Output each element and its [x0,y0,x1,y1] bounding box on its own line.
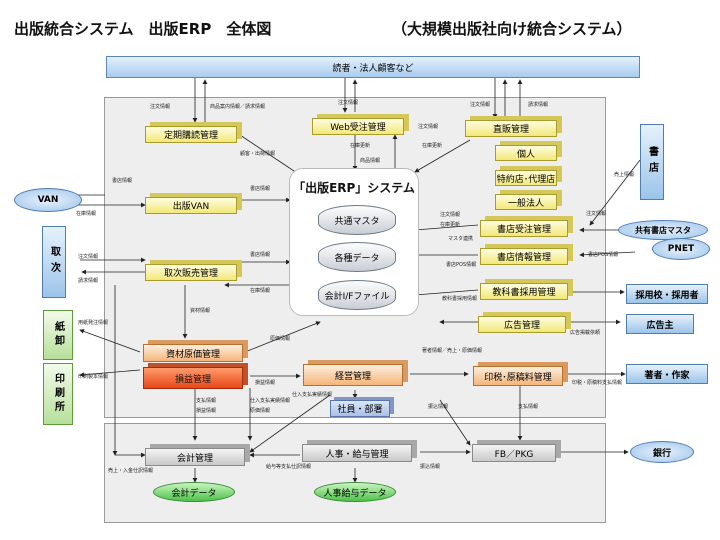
module-keiei: 経営管理 [303,364,403,386]
page-title: 出版統合システム 出版ERP 全体図 [14,20,272,38]
module-shain: 社員・部署 [330,400,390,417]
label: 注文情報 [418,124,439,130]
label: 資材情報 [190,308,211,314]
label: 書店情報 [250,186,271,192]
external-shiori: 紙卸 [43,310,73,360]
label: 請求情報 [528,102,549,108]
module-fb: FB／PKG [472,444,556,462]
label: 注文情報 [470,102,491,108]
db-various-data: 各種データ [318,242,396,272]
module-jinji: 人事・給与管理 [302,444,412,462]
module-ippan: 一般法人 [495,194,557,210]
erp-title: 「出版ERP」システム [293,181,415,195]
label: 在庫情報 [250,288,271,294]
db-jinji-data: 人事給与データ [314,482,396,502]
label: 注文情報 [338,100,359,106]
external-shoten: 書店 [640,124,664,200]
label: 原価情報 [270,336,291,342]
page-subtitle: （大規模出版社向け統合システム） [392,20,632,38]
external-shoten-master: 共有書店マスタ [618,220,708,240]
label: 商品情報 [360,158,381,164]
external-kokokunushi: 広告主 [626,314,694,334]
label: 給与等支払仕訳情報 [266,464,312,470]
label: マスタ連携 [448,236,474,242]
label: 書店情報 [250,252,271,258]
label: 注文情報 [150,104,171,110]
db-kaikei-data: 会計データ [153,482,235,502]
label: 損益情報 [196,408,217,414]
module-shoten-joho: 書店情報管理 [480,248,568,265]
label: 在庫更新 [422,143,443,149]
label: 書店POS情報 [446,262,477,268]
customers-bar: 読者・法人顧客など [106,56,640,78]
label: 商品案内情報／請求情報 [210,104,266,110]
label: 振込情報 [428,404,449,410]
module-shoten-juchu: 書店受注管理 [480,220,568,237]
label: 書店POS情報 [588,252,619,258]
label: 注文情報 [586,211,607,217]
module-kaikei: 会計管理 [145,448,245,466]
label: 広告掲載依頼 [570,330,601,336]
module-shuppan-van: 出版VAN [145,197,237,214]
label: 仕入支払実績情報 [292,392,333,398]
module-shizai: 資材原価管理 [143,344,243,362]
label: 振込情報 [420,464,441,470]
external-insatsu: 印刷所 [43,363,73,425]
module-chokuhan: 直販管理 [465,120,557,137]
label: 損益情報 [255,380,276,386]
label: 教科書採用情報 [442,296,478,302]
module-torihiki: 取次販売管理 [145,264,237,281]
label: 顧客・出荷情報 [240,151,276,157]
label: 書店情報 [112,178,133,184]
label: 仕入支払実績情報 [250,398,291,404]
external-ginko: 銀行 [630,441,694,463]
module-soneki: 損益管理 [143,367,243,389]
external-saiyoko: 採用校・採用者 [626,284,708,304]
db-accounting-if: 会計I/Fファイル [318,280,396,310]
module-kojin: 個人 [495,145,557,161]
external-van: VAN [14,188,82,212]
label: 原価情報 [250,408,271,414]
label: 支払情報 [196,398,217,404]
external-pnet: PNET [652,238,710,260]
label: 用紙発注情報 [78,320,109,326]
external-toritsugi: 取次 [42,226,66,298]
module-kyokasho: 教科書採用管理 [480,283,568,300]
label: 印刷製本情報 [78,374,109,380]
module-teiki: 定期購読管理 [145,126,237,143]
label: 売上情報 [614,172,635,178]
module-tokuyaku: 特約店･代理店 [495,170,557,186]
label: 注文情報 [78,254,99,260]
label: 注文情報 [440,212,461,218]
label: 売上・入金仕訳情報 [108,468,154,474]
external-chosha: 著者・作家 [626,364,708,384]
module-inzei: 印税･原稿料管理 [473,366,563,386]
label: 支払情報 [518,404,539,410]
label: 在庫情報 [76,211,97,217]
db-common-master: 共通マスタ [318,205,396,235]
label: 在庫更新 [350,143,371,149]
label: 請求情報 [78,278,99,284]
module-kokoku: 広告管理 [478,316,566,333]
label: 在庫更新 [440,222,461,228]
label: 著者情報／売上・原価情報 [422,348,483,354]
label: 印税・原稿料支払情報 [572,380,623,386]
module-web: Web受注管理 [312,118,404,135]
